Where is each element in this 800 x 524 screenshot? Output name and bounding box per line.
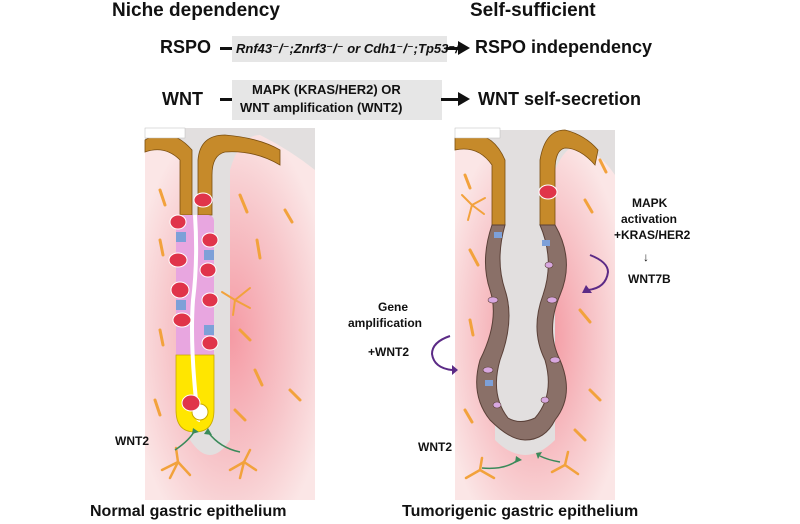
gene-curved-arrow (430, 335, 453, 371)
normal-red-cells (168, 192, 219, 412)
tumor-mucus-top (454, 127, 501, 139)
tumor-blue-cell-3 (485, 380, 493, 386)
normal-bottom-cells (160, 446, 258, 480)
tumor-fibroblasts (463, 158, 608, 442)
rspo-outcome: RSPO independency (475, 37, 653, 57)
wnt-outcome: WNT self-secretion (478, 89, 642, 109)
tumor-vacuoles (482, 261, 561, 409)
wnt-arrow-head (458, 92, 470, 106)
tumor-wnt2-label: WNT2 (418, 440, 452, 454)
mapk-result: WNT7B (628, 272, 671, 286)
gene-result: +WNT2 (368, 345, 410, 359)
rspo-arrow-head (458, 41, 470, 55)
tumor-blue-cell-1 (494, 232, 502, 238)
tumor-green-arrow-right (539, 455, 561, 463)
mapk-curved-arrow (587, 254, 610, 291)
rspo-arrow-line-left (220, 47, 234, 50)
normal-surface-cells-right (197, 134, 281, 216)
mapk-line3: +KRAS/HER2 (614, 228, 691, 242)
header-self-sufficient: Self-sufficient (470, 0, 596, 21)
rspo-arrow-line-right (446, 47, 460, 50)
wnt-mechanism-box (232, 80, 442, 120)
tumor-caption: Tumorigenic gastric epithelium (402, 503, 639, 520)
wnt-mechanism-line1: MAPK (KRAS/HER2) OR (252, 82, 401, 97)
normal-crypt-blue-3 (204, 250, 214, 260)
tumor-star-fibroblast (461, 194, 486, 221)
tumor-surface-cells-right (539, 129, 599, 226)
mapk-curved-arrowhead (582, 285, 592, 293)
rspo-mutations-text: Rnf43⁻/⁻;Znrf3⁻/⁻ or Cdh1⁻/⁻;Tp53⁻/⁻ (236, 41, 466, 56)
tumor-epithelium (476, 224, 567, 441)
normal-wnt2-label: WNT2 (115, 434, 149, 448)
wnt-label: WNT (162, 89, 203, 109)
normal-green-arrowhead-right (204, 428, 212, 435)
normal-mucus-top (144, 127, 186, 139)
normal-caption: Normal gastric epithelium (90, 503, 287, 520)
normal-crypt-blue-2 (176, 300, 186, 310)
normal-green-arrowhead-left (192, 428, 199, 434)
header-niche-dependency: Niche dependency (112, 0, 280, 21)
wnt-mechanism-line2: WNT amplification (WNT2) (240, 100, 403, 115)
tumor-red-cell (538, 184, 558, 200)
rspo-mutation-box (232, 36, 447, 62)
gene-line1: Gene (378, 300, 409, 314)
tumor-green-arrowhead-right (536, 452, 542, 459)
mapk-line1: MAPK (632, 196, 668, 210)
normal-crypt-blue-1 (176, 232, 186, 242)
wnt-arrow-line-right (441, 98, 460, 101)
mapk-down-arrow: ↓ (643, 250, 649, 264)
normal-star-fibroblast (221, 287, 251, 316)
normal-fibroblasts (153, 188, 302, 422)
normal-crypt-blue-4 (204, 325, 214, 335)
tumor-blue-cell-2 (542, 240, 550, 246)
gene-curved-arrowhead (452, 365, 458, 375)
mapk-line2: activation (621, 212, 678, 226)
tumor-bottom-cells (464, 450, 580, 480)
gene-line2: amplification (348, 316, 423, 330)
wnt-arrow-line-left (220, 98, 234, 101)
tumor-green-arrowhead-left (515, 456, 522, 463)
rspo-label: RSPO (160, 37, 212, 57)
